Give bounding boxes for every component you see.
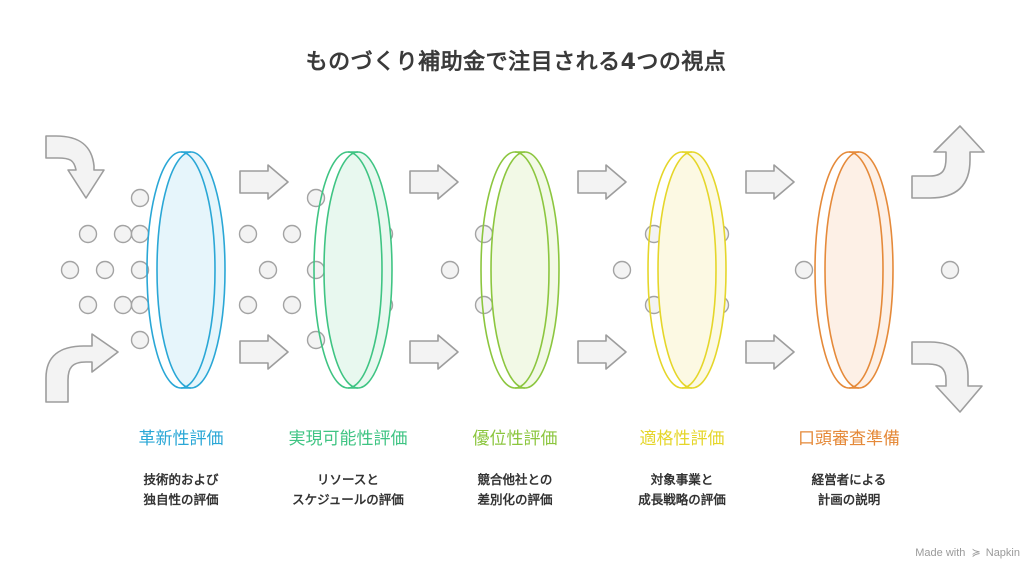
filter-ring-4 [647, 151, 727, 389]
ring-front [480, 151, 550, 389]
particle-dot [282, 295, 302, 315]
curved-arrow-out-bottom-icon [911, 341, 983, 413]
filter-ring-5 [814, 151, 894, 389]
arrow-right-icon [409, 334, 459, 370]
particle-dot [130, 330, 150, 350]
particle-dot [474, 295, 494, 315]
stage-description-line: 差別化の評価 [477, 492, 553, 507]
particle-dot [238, 224, 258, 244]
page-title: ものづくり補助金で注目される4つの視点 [305, 50, 727, 75]
stage-label: 優位性評価 [472, 429, 558, 449]
particle-dot [95, 260, 115, 280]
particle-dot [60, 260, 80, 280]
stage-description-line: 独自性の評価 [143, 492, 219, 507]
arrow-right-icon [577, 164, 627, 200]
ring-front [313, 151, 383, 389]
stage-description: 競合他社との差別化の評価 [425, 470, 605, 510]
stage-label: 革新性評価 [138, 429, 224, 449]
arrow-right-icon [239, 334, 289, 370]
particle-dot [940, 260, 960, 280]
filter-ring-2 [313, 151, 393, 389]
particle-dot [474, 224, 494, 244]
particle-dot [258, 260, 278, 280]
stage-description-line: スケジュールの評価 [292, 492, 404, 507]
particle-dot [130, 224, 150, 244]
particle-dot [78, 224, 98, 244]
arrow-right-icon [577, 334, 627, 370]
napkin-logo-icon: ≽ [971, 547, 981, 559]
stage-label: 実現可能性評価 [288, 429, 408, 449]
particle-dot [113, 224, 133, 244]
stage-label: 適格性評価 [639, 429, 725, 449]
filter-ring-3 [480, 151, 560, 389]
ring-front [146, 151, 216, 389]
stage-description-line: 技術的および [143, 472, 219, 487]
stage-description: 技術的および独自性の評価 [91, 470, 271, 510]
stage-description-line: 経営者による [811, 472, 887, 487]
curved-arrow-out-top-icon [911, 125, 985, 199]
stage-label: 口頭審査準備 [798, 429, 900, 449]
particle-dot [130, 295, 150, 315]
particle-dot [440, 260, 460, 280]
made-with-text: Made with [915, 547, 966, 559]
napkin-brand-name: Napkin [985, 547, 1020, 559]
stage-description-line: 競合他社との [477, 472, 553, 487]
arrow-right-icon [239, 164, 289, 200]
curved-arrow-in-bottom-icon [45, 333, 119, 403]
ring-front [814, 151, 884, 389]
ring-front [647, 151, 717, 389]
arrow-right-icon [745, 334, 795, 370]
particle-dot [306, 260, 326, 280]
filter-ring-1 [146, 151, 226, 389]
arrow-right-icon [745, 164, 795, 200]
stage-description-line: 計画の説明 [817, 492, 881, 507]
curved-arrow-in-top-icon [45, 135, 105, 199]
arrow-right-icon [409, 164, 459, 200]
stage-description: リソースとスケジュールの評価 [258, 470, 438, 510]
particle-dot [78, 295, 98, 315]
stage-description-line: 対象事業と [650, 472, 714, 487]
particle-dot [282, 224, 302, 244]
particle-dot [794, 260, 814, 280]
particle-dot [130, 260, 150, 280]
stage-description: 経営者による計画の説明 [759, 470, 939, 510]
made-with-napkin-badge: Made with ≽ Napkin [915, 546, 1020, 559]
stage-description: 対象事業と成長戦略の評価 [592, 470, 772, 510]
stage-description-line: 成長戦略の評価 [638, 492, 726, 507]
particle-dot [113, 295, 133, 315]
particle-dot [130, 188, 150, 208]
stage-description-line: リソースと [317, 472, 379, 487]
particle-dot [238, 295, 258, 315]
particle-dot [612, 260, 632, 280]
